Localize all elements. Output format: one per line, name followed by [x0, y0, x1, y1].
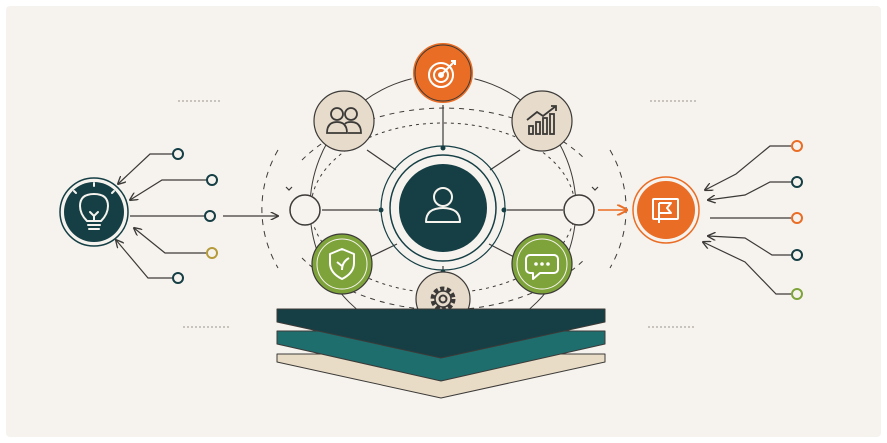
satellite-team [313, 90, 375, 152]
endpoint-right-4 [791, 249, 803, 261]
branch-left-2 [130, 179, 210, 200]
hub-spokes [322, 104, 563, 271]
left-junction-node [289, 194, 321, 226]
branch-right-4 [708, 236, 791, 256]
base-layer-top [276, 308, 606, 359]
outer-orbit-right [609, 149, 627, 269]
left-branch-endpoints [172, 148, 218, 284]
right-branch-endpoints [791, 140, 803, 300]
lightbulb-icon [73, 182, 115, 230]
satellite-shield [311, 233, 373, 295]
right-branches [703, 145, 791, 295]
branch-left-4 [134, 228, 206, 254]
right-junction-node [563, 194, 595, 226]
spoke-dot [501, 207, 507, 213]
branch-right-1 [705, 145, 791, 190]
left-branches [116, 153, 278, 279]
flag-icon [652, 198, 679, 223]
end-node [632, 176, 700, 244]
chat-icon [525, 254, 559, 280]
spoke-growth [489, 149, 521, 171]
orbit-tick-right [591, 186, 599, 191]
shield-icon [329, 248, 355, 280]
endpoint-right-2 [791, 176, 803, 188]
endpoint-left-3 [204, 210, 216, 222]
branch-left-5 [116, 240, 172, 279]
endpoint-right-3 [791, 212, 803, 224]
team-icon [326, 107, 362, 134]
orbit-tick-left [285, 186, 293, 191]
decorative-dashes [178, 100, 697, 328]
endpoint-left-2 [206, 174, 218, 186]
central-hub [380, 145, 506, 271]
hub-outer-ring [380, 145, 506, 271]
target-icon [428, 60, 456, 88]
outer-orbit-left [261, 149, 279, 269]
satellite-growth [511, 90, 573, 152]
endpoint-left-4 [206, 247, 218, 259]
base-layers [276, 308, 606, 399]
start-node [59, 177, 129, 247]
spoke-shield [369, 243, 398, 258]
endpoint-right-5 [791, 288, 803, 300]
spoke-team [366, 149, 397, 171]
branch-right-2 [708, 181, 791, 200]
spoke-chat [488, 243, 517, 259]
satellite-target [411, 41, 475, 105]
user-icon [425, 187, 461, 223]
endpoint-right-1 [791, 140, 803, 152]
endpoint-left-1 [172, 148, 184, 160]
spoke-dot [440, 145, 446, 151]
endpoint-left-5 [172, 272, 184, 284]
branch-right-5 [703, 242, 791, 295]
branch-left-1 [118, 153, 177, 184]
satellite-chat [511, 233, 573, 295]
growth-chart-icon [526, 105, 557, 135]
